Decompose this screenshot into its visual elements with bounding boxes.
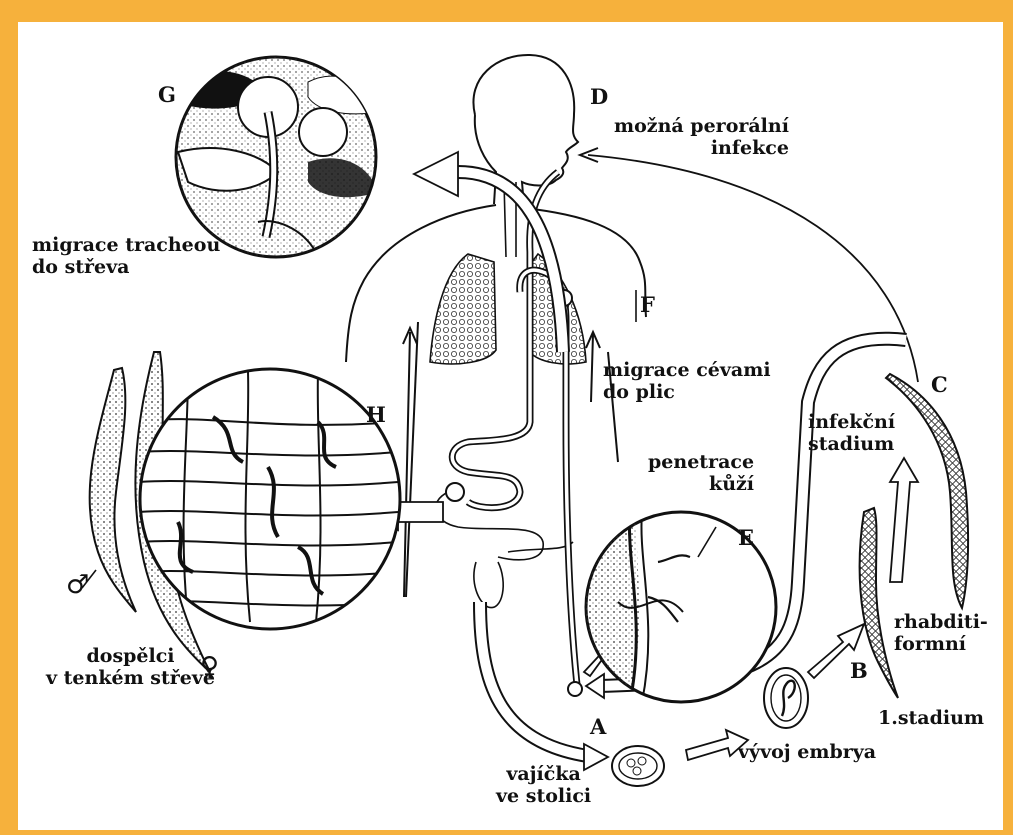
female-symbol: ♀	[200, 652, 219, 682]
rhabditiform-label: rhabditi- formní	[894, 612, 988, 656]
letter-c: C	[931, 372, 948, 397]
letter-b: B	[850, 658, 868, 683]
letter-a: A	[590, 714, 606, 739]
adults-label: dospělci v tenkém střevě	[46, 646, 215, 690]
skin-penetration-label: penetrace kůží	[648, 452, 754, 496]
letter-e: E	[738, 525, 754, 550]
letter-d: D	[590, 84, 608, 109]
intestine-detail-circle	[138, 369, 400, 629]
intestine-site-dot	[446, 483, 464, 501]
b-to-c-arrow	[890, 458, 918, 582]
letter-h: H	[366, 402, 386, 427]
embryo-egg-icon	[764, 668, 808, 728]
egg-icon	[612, 746, 664, 786]
male-symbol: ♂	[66, 570, 89, 600]
infective-stage-label: infekční stadium	[808, 412, 895, 456]
oral-infection-arrow	[588, 155, 918, 382]
lifecycle-diagram: G D F H C E B A možná perorální infekce …	[18, 22, 1003, 830]
oral-infection-label: možná perorální infekce	[614, 116, 789, 160]
eggs-in-stool-label: vajíčka ve stolici	[496, 764, 591, 808]
first-stage-label: 1.stadium	[878, 708, 984, 730]
vessel-migration-label: migrace cévami do plic	[603, 360, 771, 404]
letter-g: G	[158, 82, 176, 107]
letter-f: F	[640, 292, 655, 317]
tracheal-migration-label: migrace tracheou do střeva	[32, 235, 220, 279]
left-lung	[430, 254, 496, 364]
skin-site-dot	[568, 682, 582, 696]
embryo-development-label: vývoj embrya	[738, 742, 876, 764]
